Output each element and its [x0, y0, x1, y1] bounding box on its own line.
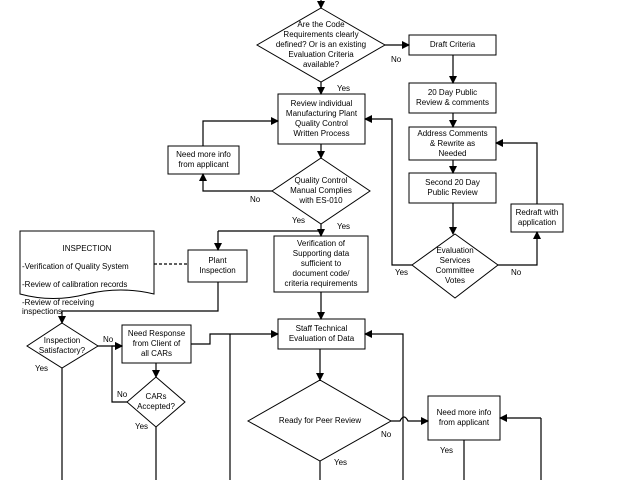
qc-no-label: No [250, 195, 261, 204]
code-no-label: No [391, 55, 402, 64]
qc-yes-label-1: Yes [292, 216, 306, 225]
peer-no-arrow [391, 416, 429, 425]
info2-yes-label: Yes [440, 446, 454, 455]
address-comments-text: Address Comments & Rewrite as Needed [417, 128, 488, 158]
top-right-return-arrow [364, 330, 404, 480]
draft-criteria-text: Draft Criteria [429, 40, 476, 49]
public-review-1-box [408, 82, 497, 114]
code-requirements-text: Are the Code Requirements clearly define… [275, 20, 367, 69]
staff-technical-text: Staff Technical Evaluation of Data [288, 324, 355, 343]
inspection-satisfactory-text: Inspection Satisfactory? [38, 336, 86, 355]
cars-yes-label: Yes [135, 422, 149, 431]
qc-yes-label-2: Yes [337, 222, 351, 231]
peer-review-text: Ready for Peer Review [278, 416, 362, 425]
review-plant-text: Review individual Manufacturing Plant Qu… [285, 99, 358, 138]
inspection-doc: INSPECTION -Verification of Quality Syst… [22, 235, 152, 325]
insp-no-label: No [103, 335, 114, 344]
committee-votes-diamond [411, 233, 499, 299]
insp-yes-label: Yes [35, 364, 49, 373]
response-to-staff-arrow [191, 330, 279, 345]
need-info-1-text: Need more info from applicant [176, 150, 231, 169]
need-info-2-text: Need more info from applicant [436, 408, 492, 427]
qc-complies-text: Quality Control Manual Complies with ES-… [290, 176, 352, 205]
verification-text: Verification of Supporting data sufficie… [284, 239, 358, 288]
redraft-to-address-arrow [495, 139, 538, 204]
plant-to-inspection-arrow [58, 282, 219, 324]
cars-no-arrow [111, 342, 127, 403]
plant-inspection-box [187, 249, 248, 283]
peer-no-label: No [381, 430, 392, 439]
inspection-document-shape [19, 230, 155, 299]
votes-no-arrow [498, 231, 541, 266]
votes-yes-label: Yes [395, 268, 409, 277]
inspection-doc-title: INSPECTION [62, 244, 112, 253]
inspection-doc-line: -Review of calibration records [22, 280, 128, 289]
cars-accepted-text: CARs Accepted? [137, 392, 175, 411]
peer-yes-label: Yes [334, 458, 348, 467]
cars-no-label: No [117, 390, 128, 399]
info1-to-review-arrow [202, 117, 279, 146]
public-review-2-text: Second 20 Day Public Review [425, 178, 480, 197]
public-review-1-text: 20 Day Public Review & comments [416, 88, 489, 107]
need-response-text: Need Response from Client of all CARs [127, 329, 186, 358]
plant-inspection-text: Plant Inspection [199, 256, 236, 275]
redraft-text: Redraft with application [515, 208, 559, 227]
committee-votes-text: Evaluation Services Committee Votes [435, 246, 475, 285]
need-info-2-box [427, 395, 501, 441]
inspection-doc-line: -Verification of Quality System [22, 262, 129, 271]
votes-no-label: No [511, 268, 522, 277]
inspection-doc-line: -Review of receiving inspections [22, 298, 95, 316]
qc-no-arrow [199, 173, 272, 192]
code-yes-label: Yes [337, 84, 351, 93]
votes-yes-arrow [364, 115, 412, 266]
